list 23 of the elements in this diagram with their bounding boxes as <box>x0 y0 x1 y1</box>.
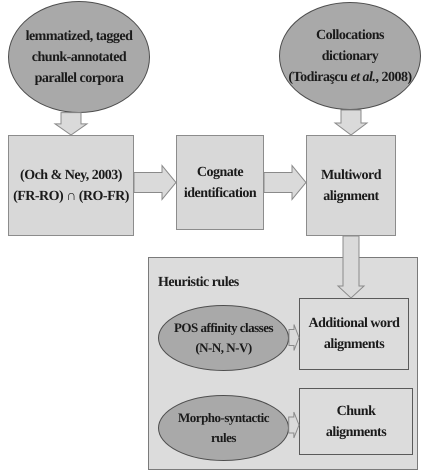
panel-heading: Heuristic rules <box>158 274 239 292</box>
process-box <box>176 135 264 230</box>
block-arrow <box>336 236 366 299</box>
node-label: lemmatized, tagged chunk-annotated parallel corpora <box>24 28 134 88</box>
block-arrow <box>288 324 300 351</box>
block-arrow <box>53 112 89 136</box>
node-label: Additional word alignments <box>308 315 401 354</box>
node-label: POS affinity classes (N-N, N-V) <box>172 319 274 357</box>
block-arrow <box>334 110 368 136</box>
block-arrow <box>264 164 307 201</box>
node-label: Cognate identification <box>182 164 258 202</box>
node-label: (Och & Ney, 2003) (FR-RO) ∩ (RO-FR) <box>13 166 129 206</box>
process-box <box>8 135 134 236</box>
rules-panel <box>148 257 418 470</box>
node-label: (Todiraşcu et al., 2008) <box>288 68 412 86</box>
result-box <box>299 388 413 455</box>
node-label: Morpho-syntactic rules <box>177 409 270 447</box>
result-box <box>299 298 409 370</box>
node-label: Multiword alignment <box>320 166 382 206</box>
block-arrow <box>288 412 300 438</box>
node-label: Chunk alignments <box>324 402 388 442</box>
block-arrow <box>134 164 177 201</box>
process-box <box>306 135 396 236</box>
